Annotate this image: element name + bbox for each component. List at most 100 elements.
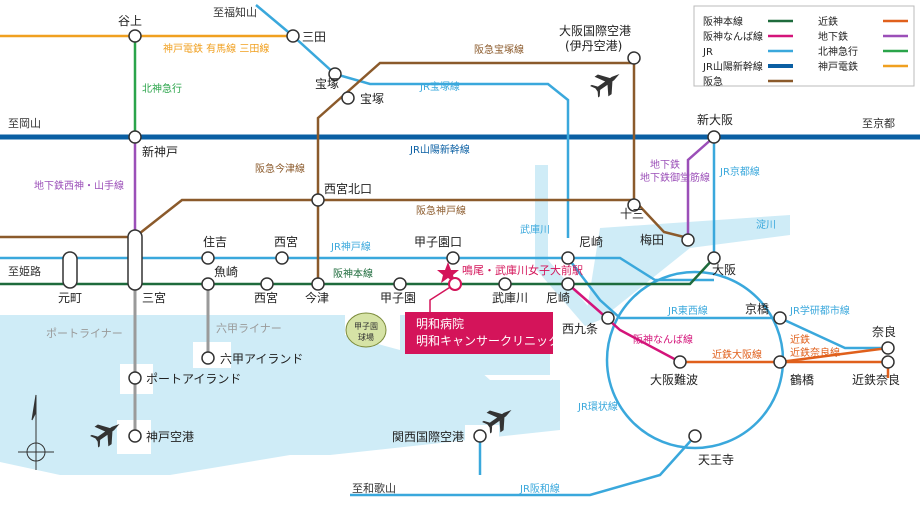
airplane-icon bbox=[482, 409, 512, 434]
direction-wakayama: 至和歌山 bbox=[352, 481, 396, 495]
station-osaka-namba: 大阪難波 bbox=[650, 372, 698, 387]
kintetsu-nara-line bbox=[779, 346, 889, 364]
line-label-hankyu-takarazuka: 阪急宝塚線 bbox=[474, 43, 524, 56]
rivers bbox=[535, 165, 790, 326]
hospital-pointer bbox=[429, 283, 456, 312]
line-label-hanshin-main: 阪神本線 bbox=[333, 267, 373, 280]
station-umeda: 梅田 bbox=[640, 232, 664, 247]
line-label-jr-hanwa: JR阪和線 bbox=[519, 482, 560, 495]
clinic-name: 明和キャンサークリニック bbox=[416, 334, 560, 348]
station-imazu: 今津 bbox=[305, 290, 329, 305]
station-sannomiya: 三宮 bbox=[142, 290, 166, 305]
subway-midosuji-line bbox=[686, 136, 715, 240]
direction-himeji: 至姫路 bbox=[8, 264, 41, 278]
line-label-hanshin-namba: 阪神なんば線 bbox=[633, 333, 693, 346]
station-kyobashi: 京橋 bbox=[745, 302, 769, 316]
sannomiya-station-marker bbox=[127, 229, 143, 291]
hospital-name: 明和病院 bbox=[416, 316, 464, 331]
station-itami-airport: 大阪国際空港 bbox=[559, 24, 631, 38]
line-label-hokushin: 北神急行 bbox=[142, 82, 182, 95]
station-koshien: 甲子園 bbox=[380, 291, 416, 305]
motomachi-station-marker bbox=[62, 251, 78, 289]
station-nara: 奈良 bbox=[872, 324, 896, 339]
river-label-yodogawa: 淀川 bbox=[756, 218, 776, 231]
direction-fukuchiyama: 至福知山 bbox=[213, 5, 257, 19]
koshien-stadium-label: 甲子園 bbox=[354, 322, 378, 331]
line-label-kintetsu-osaka: 近鉄大阪線 bbox=[712, 348, 762, 361]
line-label-jr-gakkentoshi: JR学研都市線 bbox=[789, 304, 850, 317]
line-label-jr-kyoto: JR京都線 bbox=[719, 165, 760, 178]
hanshin-main-line bbox=[0, 257, 715, 286]
line-label-jr-kobe: JR神戸線 bbox=[330, 240, 371, 253]
airplane-icon bbox=[90, 423, 120, 448]
legend-label: 阪神本線 bbox=[703, 15, 743, 28]
station-nishinomiya-kitaguchi: 西宮北口 bbox=[324, 181, 372, 196]
station-uozaki: 魚崎 bbox=[214, 265, 238, 279]
legend-label: 北神急行 bbox=[818, 45, 858, 58]
hankyu-lines bbox=[0, 61, 689, 284]
line-label-kintetsu-nara: 近鉄奈良線 bbox=[790, 346, 840, 359]
river-label-mukogawa: 武庫川 bbox=[520, 223, 550, 236]
line-label-sanyo-shinkansen: JR山陽新幹線 bbox=[409, 143, 470, 156]
line-label-hankyu-kobe: 阪急神戸線 bbox=[416, 204, 466, 217]
legend-label: 神戸電鉄 bbox=[818, 60, 858, 73]
line-label-jr-loop: JR環状線 bbox=[577, 400, 618, 413]
station-nishinomiya-jr: 西宮 bbox=[274, 234, 298, 249]
line-label-portliner: ポートライナー bbox=[46, 327, 123, 340]
station-kobe-airport: 神戸空港 bbox=[146, 430, 194, 444]
station-nishinomiya-hanshin: 西宮 bbox=[254, 290, 278, 305]
legend-label: 近鉄 bbox=[818, 15, 838, 28]
station-kansai-airport: 関西国際空港 bbox=[392, 430, 464, 444]
line-label-jr-takarazuka: JR宝塚線 bbox=[419, 80, 460, 93]
station-shinosaka: 新大阪 bbox=[697, 112, 733, 127]
legend-label: 阪神なんば線 bbox=[703, 30, 763, 43]
station-nishikujo: 西九条 bbox=[562, 322, 598, 336]
line-label-kobe-dentetsu: 神戸電鉄 有馬線 三田線 bbox=[163, 42, 269, 55]
line-label-subway-midosuji-1: 地下鉄 bbox=[650, 158, 680, 171]
station-itami-airport-sub: (伊丹空港) bbox=[565, 39, 622, 53]
station-osaka: 大阪 bbox=[712, 263, 736, 277]
direction-okayama: 至岡山 bbox=[8, 117, 41, 130]
station-taniue: 谷上 bbox=[118, 14, 142, 28]
station-sanda: 三田 bbox=[302, 30, 326, 44]
station-naruo: 鳴尾・武庫川女子大前駅 bbox=[462, 263, 583, 277]
station-juso: 十三 bbox=[620, 207, 644, 221]
compass-icon bbox=[18, 394, 54, 470]
line-label-subway-seishin: 地下鉄西神・山手線 bbox=[34, 179, 124, 192]
station-rokko-island: 六甲アイランド bbox=[220, 352, 303, 366]
station-tennoji: 天王寺 bbox=[698, 453, 734, 467]
station-amagasaki-hanshin: 尼崎 bbox=[546, 291, 570, 305]
legend-label: JR bbox=[702, 47, 713, 58]
koshien-stadium-label-2: 球場 bbox=[358, 332, 374, 342]
station-motomachi: 元町 bbox=[58, 291, 82, 305]
naruo-station-marker bbox=[448, 277, 462, 291]
legend-box bbox=[693, 5, 915, 87]
line-label-rokko-liner: 六甲ライナー bbox=[216, 322, 282, 335]
airplane-icon bbox=[590, 73, 620, 98]
hospital-callout bbox=[405, 312, 553, 354]
line-label-jr-tozai: JR東西線 bbox=[667, 304, 708, 317]
station-port-island: ポートアイランド bbox=[146, 372, 241, 386]
legend-label: JR山陽新幹線 bbox=[702, 60, 763, 73]
legend-label: 地下鉄 bbox=[818, 30, 848, 43]
line-label-kintetsu-nara-1: 近鉄 bbox=[790, 333, 810, 346]
station-sumiyoshi: 住吉 bbox=[203, 235, 227, 249]
koshien-stadium bbox=[345, 312, 387, 348]
line-label-hankyu-imazu: 阪急今津線 bbox=[255, 162, 305, 175]
station-mukogawa: 武庫川 bbox=[492, 291, 528, 305]
station-markers bbox=[128, 29, 895, 443]
legend-label: 阪急 bbox=[703, 75, 723, 88]
station-koshienguchi: 甲子園口 bbox=[414, 235, 462, 249]
station-takarazuka-hankyu: 宝塚 bbox=[360, 92, 384, 106]
station-tsuruhashi: 鶴橋 bbox=[790, 372, 814, 387]
station-takarazuka-jr: 宝塚 bbox=[315, 77, 339, 91]
station-kintetsu-nara: 近鉄奈良 bbox=[852, 372, 900, 387]
station-amagasaki-jr: 尼崎 bbox=[579, 235, 603, 249]
station-shinkobe: 新神戸 bbox=[142, 144, 178, 159]
kintetsu-line bbox=[680, 360, 890, 378]
direction-kyoto: 至京都 bbox=[862, 116, 895, 130]
line-label-subway-midosuji: 地下鉄御堂筋線 bbox=[640, 171, 710, 184]
